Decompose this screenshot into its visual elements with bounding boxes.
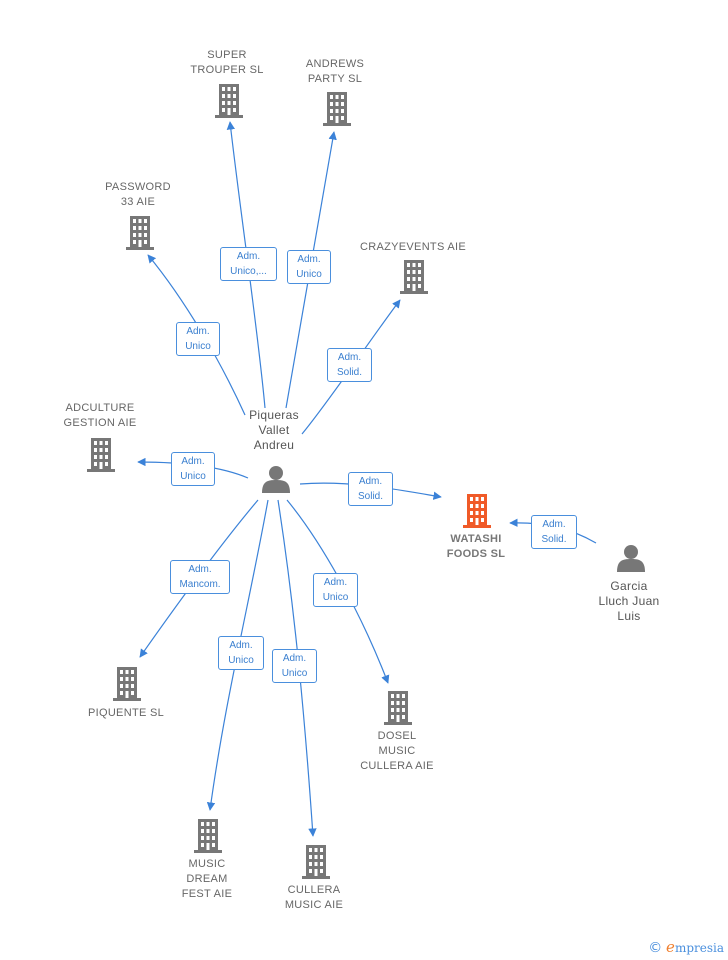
edge-label-andrews-party[interactable]: Adm. Unico <box>287 250 331 284</box>
brand-name: mpresia <box>674 941 724 955</box>
building-icon[interactable] <box>302 845 330 879</box>
edge-label-crazyevents[interactable]: Adm. Solid. <box>327 348 372 382</box>
building-icon[interactable] <box>87 438 115 472</box>
person-icon[interactable] <box>262 466 290 493</box>
copyright-icon: © <box>648 940 663 956</box>
empresia-logo[interactable]: © empresia <box>648 938 724 956</box>
node-label-andrews-party[interactable]: ANDREWS PARTY SL <box>305 58 365 85</box>
edge-label-piquente[interactable]: Adm. Mancom. <box>170 560 230 594</box>
building-icon[interactable] <box>400 260 428 294</box>
node-label-music-dream[interactable]: MUSIC DREAM FEST AIE <box>181 858 233 900</box>
edge-label-adculture[interactable]: Adm. Unico <box>171 452 215 486</box>
building-icon[interactable] <box>126 216 154 250</box>
node-label-cullera-music[interactable]: CULLERA MUSIC AIE <box>284 884 344 911</box>
node-label-password33[interactable]: PASSWORD 33 AIE <box>105 181 171 208</box>
building-icon[interactable] <box>215 84 243 118</box>
node-label-garcia[interactable]: Garcia Lluch Juan Luis <box>598 579 660 623</box>
edge-label-password33[interactable]: Adm. Unico <box>176 322 220 356</box>
node-label-super-trouper[interactable]: SUPER TROUPER SL <box>190 49 264 76</box>
building-icon[interactable] <box>194 819 222 853</box>
edge-label-cullera-music[interactable]: Adm. Unico <box>272 649 317 683</box>
edge-label-super-trouper[interactable]: Adm. Unico,... <box>220 247 277 281</box>
edge-label-music-dream[interactable]: Adm. Unico <box>218 636 264 670</box>
edge-label-watashi-piqueras[interactable]: Adm. Solid. <box>348 472 393 506</box>
node-label-crazyevents[interactable]: CRAZYEVENTS AIE <box>360 241 466 253</box>
brand-initial: e <box>666 938 675 956</box>
edge-label-watashi-garcia[interactable]: Adm. Solid. <box>531 515 577 549</box>
building-icon[interactable] <box>113 667 141 701</box>
building-icon[interactable] <box>323 92 351 126</box>
node-label-watashi[interactable]: WATASHI FOODS SL <box>446 533 506 560</box>
node-label-dosel[interactable]: DOSEL MUSIC CULLERA AIE <box>360 730 434 772</box>
node-label-adculture[interactable]: ADCULTURE GESTION AIE <box>63 402 137 429</box>
building-icon[interactable] <box>384 691 412 725</box>
node-label-piquente[interactable]: PIQUENTE SL <box>87 707 165 719</box>
node-label-piqueras[interactable]: Piqueras Vallet Andreu <box>249 408 299 452</box>
person-icon[interactable] <box>617 545 645 572</box>
edge-label-dosel[interactable]: Adm. Unico <box>313 573 358 607</box>
building-icon[interactable] <box>463 494 491 528</box>
